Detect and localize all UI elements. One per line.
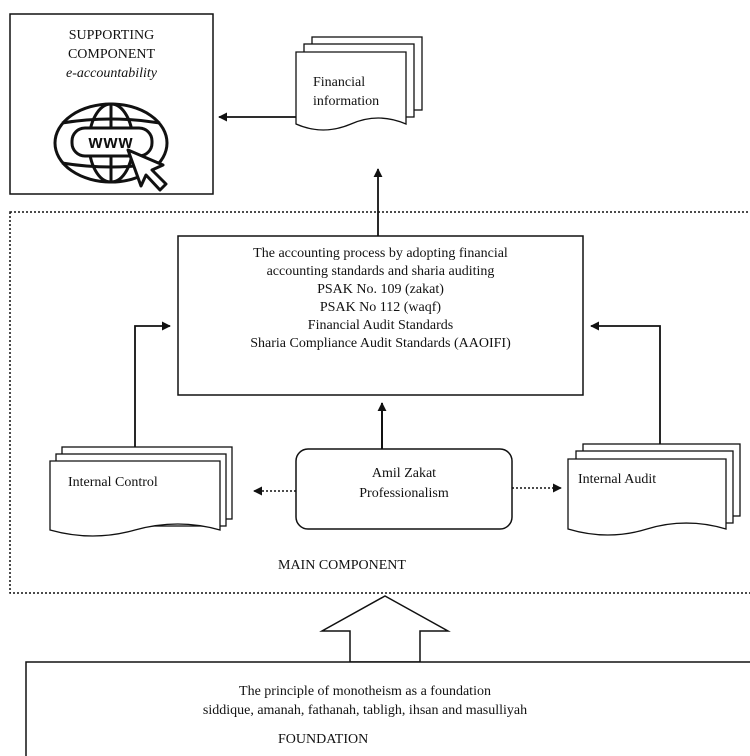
process-line-5: Financial Audit Standards [307,318,454,333]
foundation-label: FOUNDATION [278,732,369,747]
amil-line2: Professionalism [359,486,449,501]
foundation-line2: siddique, amanah, fathanah, tabligh, ihs… [202,703,528,718]
main-component-label: MAIN COMPONENT [278,558,406,573]
foundation-box [25,661,750,756]
amil-line1: Amil Zakat [371,466,437,481]
arrow-internal-control-to-process [134,321,171,447]
amil-professionalism-box [295,448,513,530]
foundation-line1: The principle of monotheism as a foundat… [239,684,491,699]
supporting-title-line1: SUPPORTING [68,28,155,43]
process-line-1: The accounting process by adopting finan… [253,246,508,261]
process-line-6: Sharia Compliance Audit Standards (AAOIF… [250,336,511,351]
main-component-boundary [9,211,750,594]
internal-control-document [49,446,233,537]
supporting-title-line2: COMPONENT [67,47,156,62]
financial-info-line1: Financial [313,75,366,90]
arrow-internal-audit-to-process [590,321,661,444]
supporting-subtitle: e-accountability [66,66,157,81]
internal-audit-label: Internal Audit [578,472,657,487]
foundation-up-arrow [319,595,451,663]
financial-information-document [295,36,423,131]
accounting-process-box [177,235,584,396]
www-icon-text: www [88,132,134,152]
process-line-3: PSAK No. 109 (zakat) [317,282,444,297]
cursor-icon [126,148,168,192]
internal-control-label: Internal Control [68,475,158,490]
process-line-4: PSAK No 112 (waqf) [319,300,442,315]
process-line-2: accounting standards and sharia auditing [266,264,495,279]
globe-www-icon [53,102,169,184]
financial-info-line2: information [313,94,380,109]
internal-audit-document [567,443,741,536]
